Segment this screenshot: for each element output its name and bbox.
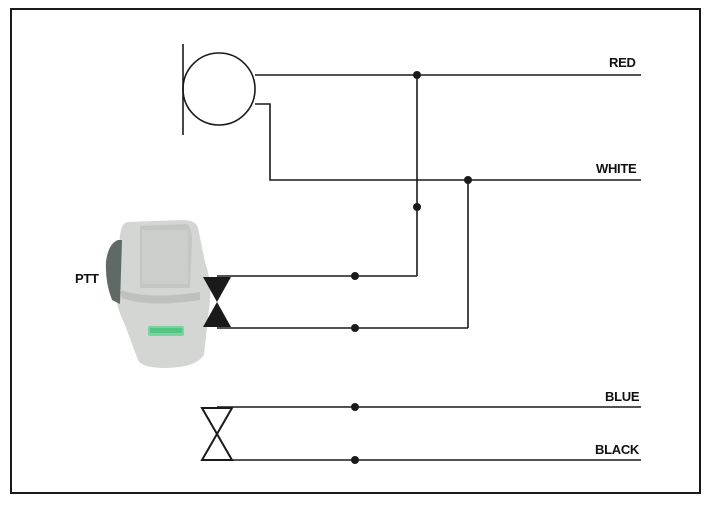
- label-black: BLACK: [595, 442, 639, 457]
- white-wire: [255, 103, 641, 181]
- label-red: RED: [609, 55, 636, 70]
- ptt-switch-symbol: [203, 277, 231, 327]
- junction-dot: [413, 71, 421, 79]
- junction-dot: [351, 272, 359, 280]
- mic-element-circle: [182, 52, 256, 126]
- label-white: WHITE: [596, 161, 637, 176]
- junction-dot: [413, 203, 421, 211]
- junction-dot: [351, 403, 359, 411]
- junction-dot: [351, 456, 359, 464]
- label-blue: BLUE: [605, 389, 640, 404]
- label-ptt: PTT: [75, 271, 99, 286]
- junction-dot: [464, 176, 472, 184]
- microphone-handset-icon: [105, 220, 211, 368]
- junction-dot: [351, 324, 359, 332]
- switch-symbol: [200, 407, 234, 461]
